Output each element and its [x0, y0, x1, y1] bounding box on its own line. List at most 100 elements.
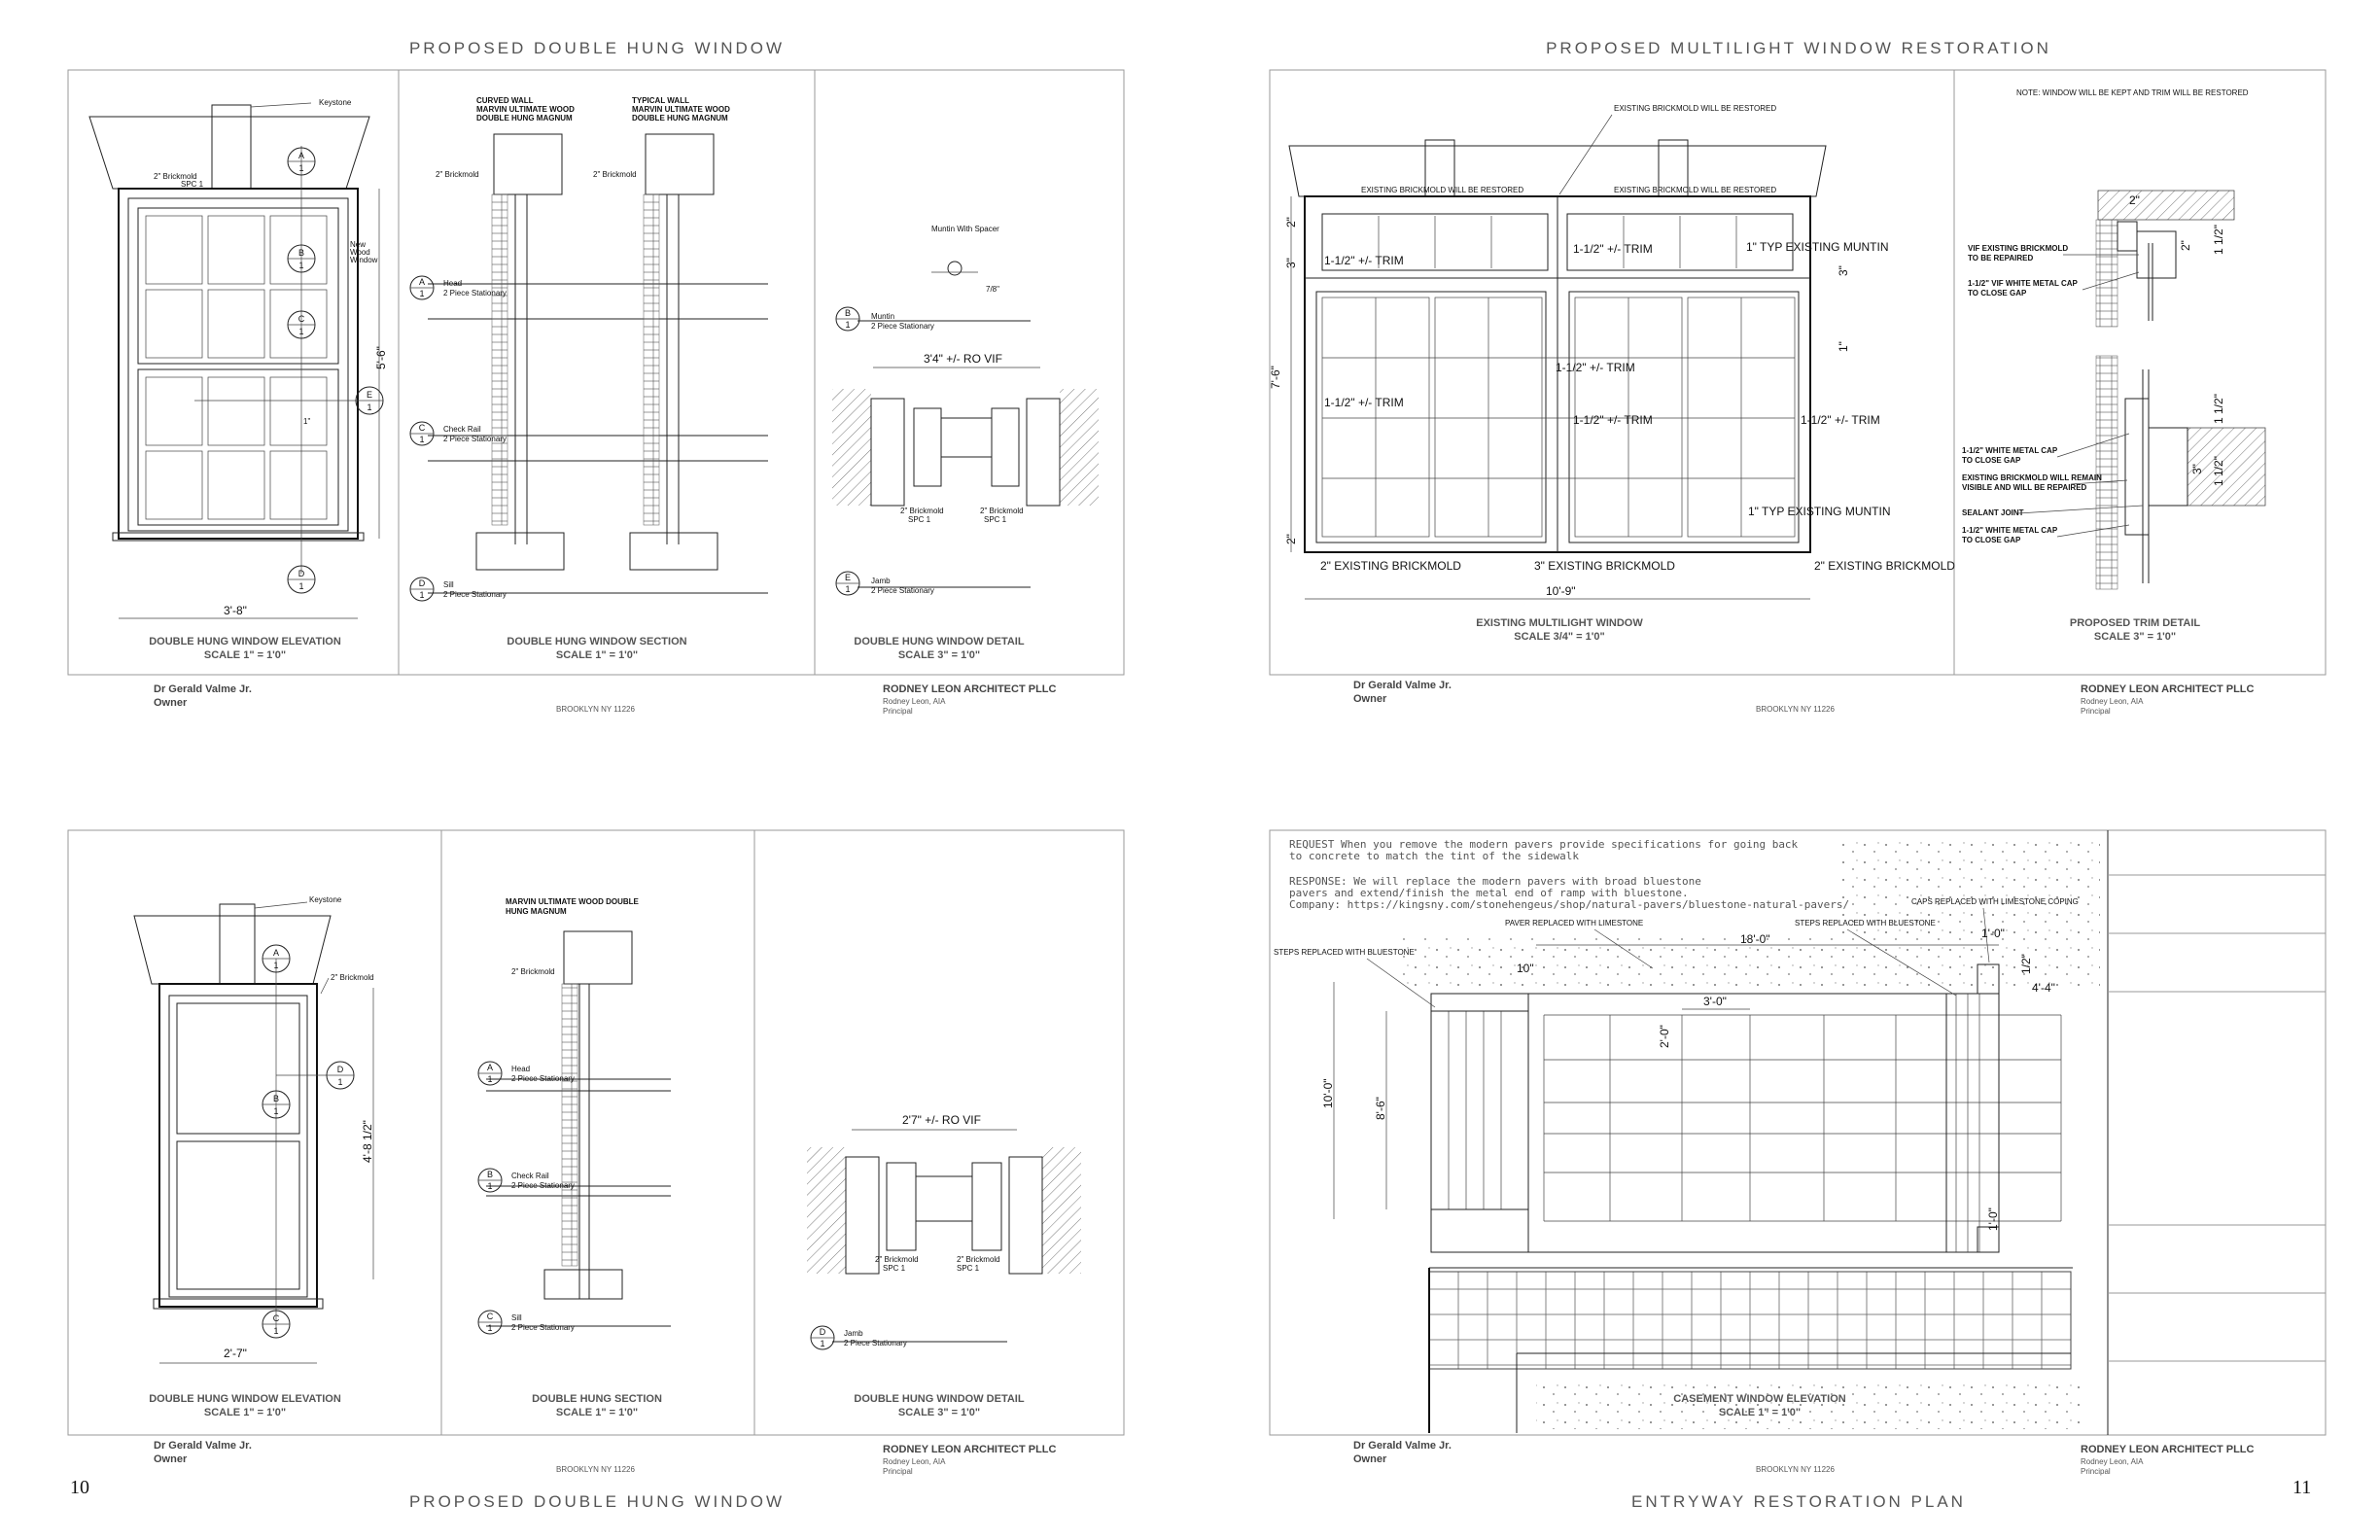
- scale: SCALE 1" = 1'0": [1719, 1407, 1801, 1418]
- dim-one-inch: 1": [303, 417, 310, 426]
- drawing-label: 1-1/2" WHITE METAL CAP: [1962, 446, 2058, 455]
- caption: PROPOSED TRIM DETAIL: [2070, 617, 2201, 629]
- page-number-left: 10: [70, 1477, 89, 1498]
- callout-d: D1: [326, 1061, 355, 1090]
- drawing-label: RODNEY LEON ARCHITECT PLLC: [883, 683, 1057, 695]
- drawing-label: C: [419, 423, 426, 433]
- caption: DOUBLE HUNG WINDOW DETAIL: [854, 1393, 1024, 1405]
- drawing-label: 1: [298, 581, 303, 591]
- drawing-label: CAPS REPLACED WITH LIMESTONE COPING: [1911, 897, 2079, 906]
- sheet-top-left: PROPOSED DOUBLE HUNG WINDOW Keystone 2" …: [67, 39, 1125, 716]
- drawing-label: TO CLOSE GAP: [1962, 456, 2021, 465]
- drawing-label: Rodney Leon, AIA: [883, 1457, 946, 1466]
- drawing-label: Rodney Leon, AIA: [2081, 697, 2144, 706]
- drawing-label: 3'-0": [1703, 995, 1727, 1008]
- double-hung-detail: 2'7" +/- RO VIF 2" Brickmold SPC 1 2" Br…: [807, 1113, 1081, 1418]
- drawing-label: 1: [273, 1326, 278, 1336]
- drawing-label: 3": [1837, 265, 1850, 276]
- drawing-label: 2 Piece Stationary: [511, 1323, 575, 1332]
- drawing-label: SPC 1: [883, 1264, 906, 1273]
- drawing-label: 1": [1837, 341, 1850, 352]
- sheet-frame: [67, 69, 1125, 676]
- drawing-label: REQUEST When you remove the modern paver…: [1289, 838, 1799, 851]
- drawing-label: Muntin: [871, 312, 894, 321]
- drawing-label: C: [487, 1312, 494, 1321]
- scale: SCALE 1" = 1'0": [204, 1407, 286, 1418]
- drawing-label: 1 1/2": [2212, 225, 2225, 255]
- callout-d: D1: [287, 565, 316, 594]
- drawing-label: A: [273, 948, 279, 958]
- drawing-label: D: [419, 578, 426, 588]
- drawing-label: BROOKLYN NY 11226: [556, 1465, 635, 1474]
- drawing-label: Check Rail: [443, 425, 481, 434]
- drawing-label: MARVIN ULTIMATE WOOD DOUBLE: [506, 897, 640, 906]
- callout-b: B1: [262, 1090, 291, 1119]
- caption: DOUBLE HUNG WINDOW ELEVATION: [149, 1393, 341, 1405]
- drawing-label: 2 Piece Stationary: [443, 590, 507, 599]
- drawing-label: 1: [820, 1339, 824, 1348]
- scale: SCALE 1" = 1'0": [204, 649, 286, 661]
- drawing-label: Dr Gerald Valme Jr.: [154, 1440, 252, 1452]
- caption: DOUBLE HUNG WINDOW SECTION: [507, 636, 686, 648]
- callout-a: A1: [262, 944, 291, 973]
- drawing-label: DOUBLE HUNG MAGNUM: [632, 114, 728, 122]
- sheet-title: PROPOSED MULTILIGHT WINDOW RESTORATION: [1546, 39, 2051, 57]
- drawing-label: Jamb: [871, 577, 891, 585]
- drawing-label: VIF EXISTING BRICKMOLD: [1968, 244, 2068, 253]
- drawing-label: 1: [273, 961, 278, 970]
- drawing-label: 2" EXISTING BRICKMOLD: [1320, 559, 1461, 573]
- drawing-label: 1: [845, 584, 850, 594]
- drawing-label: 3": [2190, 464, 2204, 474]
- scale: SCALE 3" = 1'0": [898, 649, 980, 661]
- drawing-label: Owner: [154, 1453, 188, 1465]
- drawing-label: 1: [487, 1181, 492, 1191]
- drawing-label: 1: [487, 1074, 492, 1084]
- drawing-label: C: [298, 314, 305, 324]
- drawing-label: D: [298, 569, 305, 578]
- drawing-label: 1-1/2" WHITE METAL CAP: [1962, 526, 2058, 535]
- drawing-label: 2" Brickmold: [980, 507, 1024, 515]
- drawing-label: 1-1/2" +/- TRIM: [1556, 361, 1635, 374]
- drawing-label: Head: [511, 1065, 530, 1073]
- drawing-label: B: [298, 248, 304, 258]
- drawing-label: STEPS REPLACED WITH BLUESTONE: [1795, 919, 1936, 928]
- drawing-label: DOUBLE HUNG MAGNUM: [476, 114, 573, 122]
- drawing-label: 2 Piece Stationary: [871, 322, 934, 331]
- drawing-label: 2" Brickmold: [331, 973, 374, 982]
- drawing-label: 10'-0": [1321, 1078, 1335, 1108]
- sheet-frame: [1269, 69, 2327, 676]
- dim-width: 3'-8": [224, 604, 247, 617]
- drawing-label: Principal: [883, 1467, 913, 1476]
- callout-c: C1: [262, 1310, 291, 1339]
- drawing-label: D: [337, 1065, 344, 1074]
- drawing-label: 2'-0": [1658, 1025, 1671, 1048]
- drawing-label: HUNG MAGNUM: [506, 907, 567, 916]
- drawing-label: 7'-6": [1269, 366, 1282, 389]
- caption: DOUBLE HUNG SECTION: [532, 1393, 662, 1405]
- drawing-label: 1: [298, 327, 303, 336]
- drawing-label: 1: [419, 590, 424, 600]
- drawing-label: RESPONSE: We will replace the modern pav…: [1289, 875, 1701, 888]
- drawing-label: 1: [298, 163, 303, 173]
- drawing-label: 1-1/2" +/- TRIM: [1573, 242, 1653, 256]
- sheet-bottom-right: REQUEST When you remove the modern paver…: [1269, 829, 2327, 1511]
- callout-b: B1: [287, 244, 316, 273]
- drawing-label: 1/2": [2019, 954, 2033, 974]
- drawing-label: Rodney Leon, AIA: [883, 697, 946, 706]
- drawing-label: D: [820, 1327, 826, 1337]
- label-keystone: Keystone: [319, 98, 352, 107]
- scale: SCALE 1" = 1'0": [556, 1407, 638, 1418]
- drawing-label: 2 Piece Stationary: [443, 435, 507, 443]
- drawing-label: Keystone: [309, 895, 342, 904]
- drawing-label: 1: [273, 1106, 278, 1116]
- drawing-label: B: [273, 1094, 279, 1103]
- sheet-title: PROPOSED DOUBLE HUNG WINDOW: [409, 1492, 785, 1511]
- drawing-label: 7/8": [986, 285, 999, 294]
- label-window: Window: [350, 256, 378, 264]
- drawing-label: E: [845, 573, 851, 582]
